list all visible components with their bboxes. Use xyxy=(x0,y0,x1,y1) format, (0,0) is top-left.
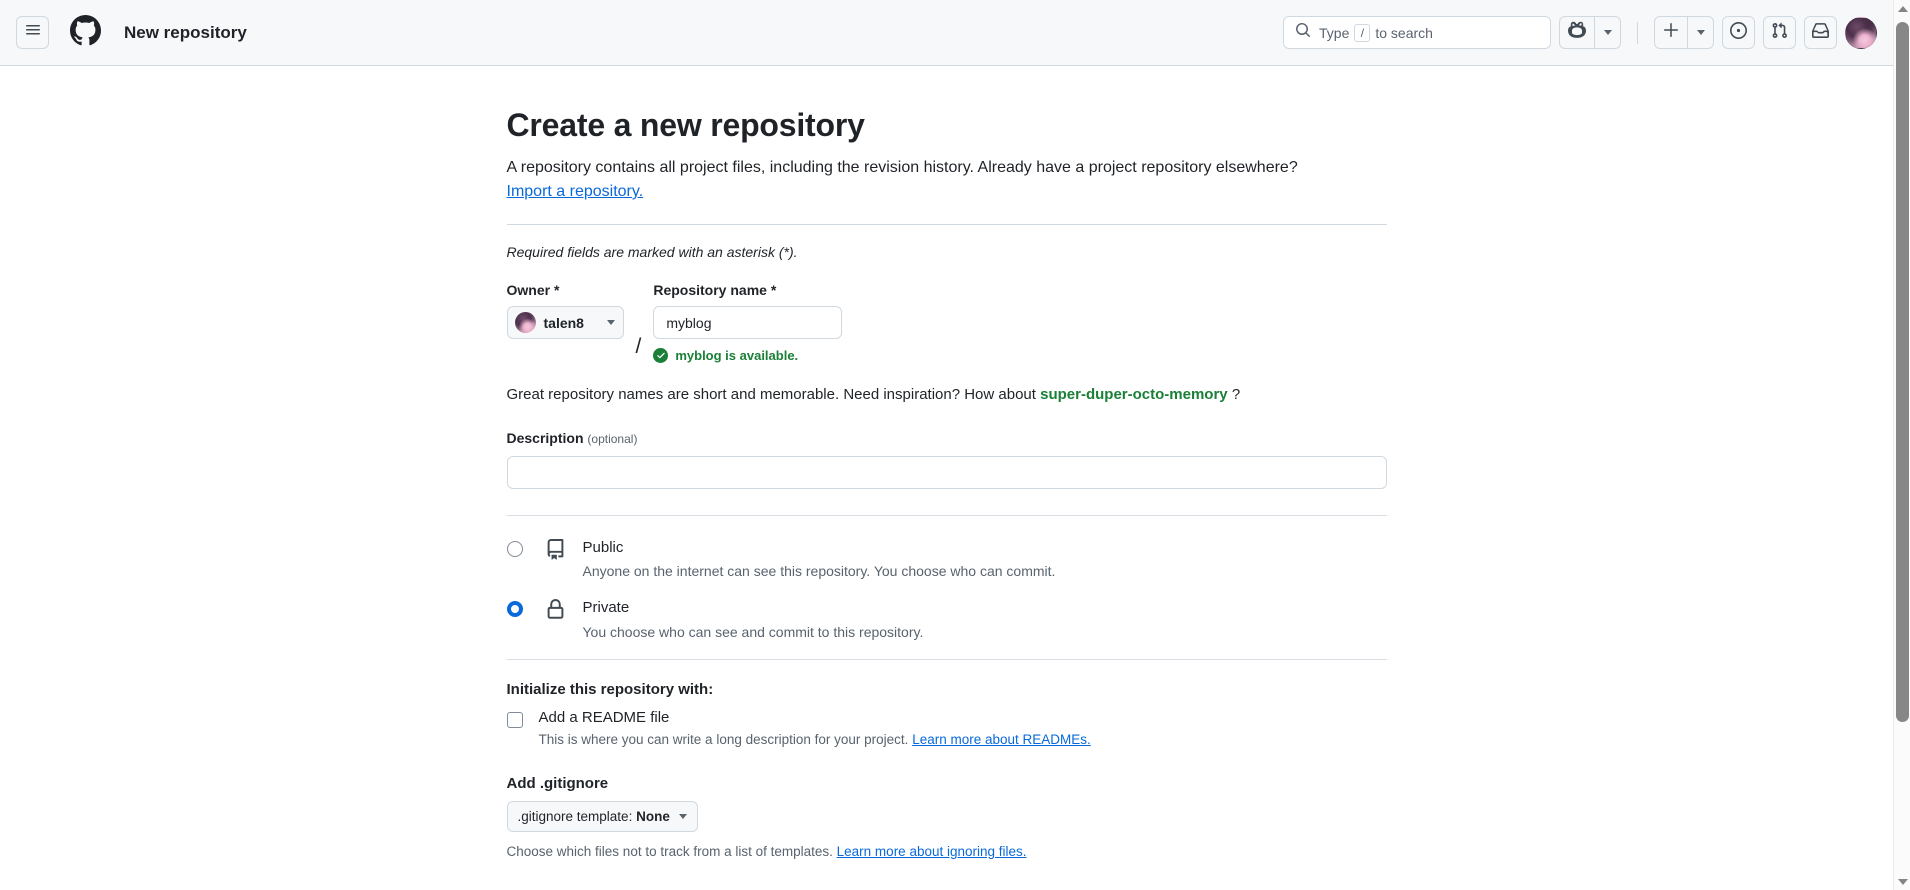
divider-after-visibility xyxy=(506,659,1387,661)
github-logo-icon xyxy=(70,14,101,51)
copilot-button[interactable] xyxy=(1560,17,1594,48)
public-title: Public xyxy=(582,538,624,556)
gitignore-description: Choose which files not to track from a l… xyxy=(507,843,1387,862)
search-icon xyxy=(1295,22,1311,43)
notifications-button[interactable] xyxy=(1804,16,1837,49)
public-radio[interactable] xyxy=(506,540,523,557)
inbox-icon xyxy=(1812,22,1829,44)
chevron-down-icon xyxy=(1696,30,1705,35)
search-input[interactable]: Type / to search xyxy=(1283,16,1551,49)
plus-icon xyxy=(1663,22,1679,43)
private-title: Private xyxy=(582,599,630,617)
header-right-group: Type / to search xyxy=(1283,16,1877,49)
copilot-icon xyxy=(1568,21,1586,44)
availability-text: myblog is available. xyxy=(675,348,799,363)
hamburger-menu-button[interactable] xyxy=(16,16,49,49)
lock-icon xyxy=(539,599,573,620)
repository-name-label: Repository name * xyxy=(653,282,777,298)
page-heading: Create a new repository xyxy=(506,107,865,143)
gitignore-select-prefix: .gitignore template: xyxy=(517,809,633,825)
create-new-dropdown-button[interactable] xyxy=(1687,17,1713,48)
new-repository-form: Create a new repository A repository con… xyxy=(506,66,1387,862)
readme-description-text: This is where you can write a long descr… xyxy=(538,732,909,748)
required-fields-note: Required fields are marked with an aster… xyxy=(506,244,798,260)
scrollbar-up-arrow[interactable] xyxy=(1894,0,1910,17)
owner-name-separator: / xyxy=(635,335,642,358)
gitignore-learn-more-link[interactable]: Learn more about ignoring files. xyxy=(836,844,1027,860)
description-label: Description (optional) xyxy=(507,430,638,446)
scrollbar-thumb[interactable] xyxy=(1896,22,1909,722)
header-divider-1 xyxy=(1637,21,1638,44)
chevron-down-icon xyxy=(678,814,687,820)
private-option-text: Private You choose who can see and commi… xyxy=(583,598,1387,642)
pull-requests-button[interactable] xyxy=(1763,16,1796,49)
triangle-down-icon xyxy=(1897,878,1908,885)
gitignore-select-label: .gitignore template: None xyxy=(518,809,670,824)
check-circle-icon xyxy=(653,348,669,363)
owner-and-name-row: Owner * talen8 / Repository name * xyxy=(506,282,1387,363)
avatar[interactable] xyxy=(1845,16,1877,49)
create-new-button-group xyxy=(1654,16,1714,49)
page-title: New repository xyxy=(124,22,247,42)
readme-label: Add a README file xyxy=(538,709,670,727)
owner-avatar xyxy=(514,312,536,333)
hint-suffix: ? xyxy=(1231,386,1241,403)
owner-name: talen8 xyxy=(543,314,584,331)
gitignore-description-text: Choose which files not to track from a l… xyxy=(506,844,833,860)
readme-option-text: Add a README file This is where you can … xyxy=(539,709,1387,750)
git-pull-request-icon xyxy=(1771,22,1788,44)
description-field: Description (optional) xyxy=(506,430,1387,489)
divider-after-description xyxy=(506,514,1387,516)
issue-opened-icon xyxy=(1730,21,1747,44)
gitignore-select-value: None xyxy=(636,809,670,825)
readme-description: This is where you can write a long descr… xyxy=(539,731,1387,750)
copilot-button-group xyxy=(1559,16,1621,49)
description-label-text: Description xyxy=(506,429,584,446)
readme-learn-more-link[interactable]: Learn more about READMEs. xyxy=(912,732,1091,748)
import-repository-link[interactable]: Import a repository. xyxy=(506,183,644,200)
description-input[interactable] xyxy=(506,455,1387,489)
suggested-repository-name[interactable]: super-duper-octo-memory xyxy=(1040,386,1228,403)
create-new-button[interactable] xyxy=(1655,17,1687,48)
copilot-dropdown-button[interactable] xyxy=(1594,17,1620,48)
public-description: Anyone on the internet can see this repo… xyxy=(582,562,1056,579)
description-optional-tag: (optional) xyxy=(587,431,638,446)
hamburger-menu-icon xyxy=(25,22,41,43)
gitignore-template-select[interactable]: .gitignore template: None xyxy=(506,801,698,833)
scrollbar-down-arrow[interactable] xyxy=(1894,873,1910,890)
chevron-down-icon xyxy=(606,320,615,325)
visibility-options: Public Anyone on the internet can see th… xyxy=(506,538,1387,643)
main-content: Create a new repository A repository con… xyxy=(0,66,1893,890)
triangle-up-icon xyxy=(1897,5,1908,12)
owner-select[interactable]: talen8 xyxy=(506,306,624,339)
repository-name-hint: Great repository names are short and mem… xyxy=(507,384,1387,407)
name-availability-status: myblog is available. xyxy=(653,348,842,363)
page-description-text: A repository contains all project files,… xyxy=(506,159,1298,176)
page-description: A repository contains all project files,… xyxy=(507,156,1387,204)
search-placeholder: Type / to search xyxy=(1319,23,1433,42)
repository-name-field: Repository name * myblog is available. xyxy=(653,282,843,363)
initialize-heading: Initialize this repository with: xyxy=(506,681,714,699)
issues-button[interactable] xyxy=(1722,16,1755,49)
divider-top xyxy=(506,224,1387,225)
github-logo-link[interactable] xyxy=(69,14,102,51)
visibility-option-public[interactable]: Public Anyone on the internet can see th… xyxy=(506,538,1387,582)
repository-name-input[interactable] xyxy=(653,306,843,339)
readme-option[interactable]: Add a README file This is where you can … xyxy=(506,709,1387,750)
page-scrollbar[interactable] xyxy=(1893,0,1910,890)
chevron-down-icon xyxy=(1603,30,1612,35)
private-description: You choose who can see and commit to thi… xyxy=(582,623,924,640)
readme-checkbox[interactable] xyxy=(506,712,523,729)
hint-prefix: Great repository names are short and mem… xyxy=(506,386,1036,403)
owner-field: Owner * talen8 xyxy=(506,282,624,339)
owner-label: Owner * xyxy=(506,282,560,298)
gitignore-heading: Add .gitignore xyxy=(506,775,609,793)
private-radio[interactable] xyxy=(506,601,523,618)
header-left-group: New repository xyxy=(16,14,247,51)
visibility-option-private[interactable]: Private You choose who can see and commi… xyxy=(506,598,1387,642)
global-header: New repository Type / to search xyxy=(0,0,1893,66)
search-slash-key: / xyxy=(1354,23,1371,42)
public-option-text: Public Anyone on the internet can see th… xyxy=(583,538,1387,582)
repo-icon xyxy=(539,538,573,560)
